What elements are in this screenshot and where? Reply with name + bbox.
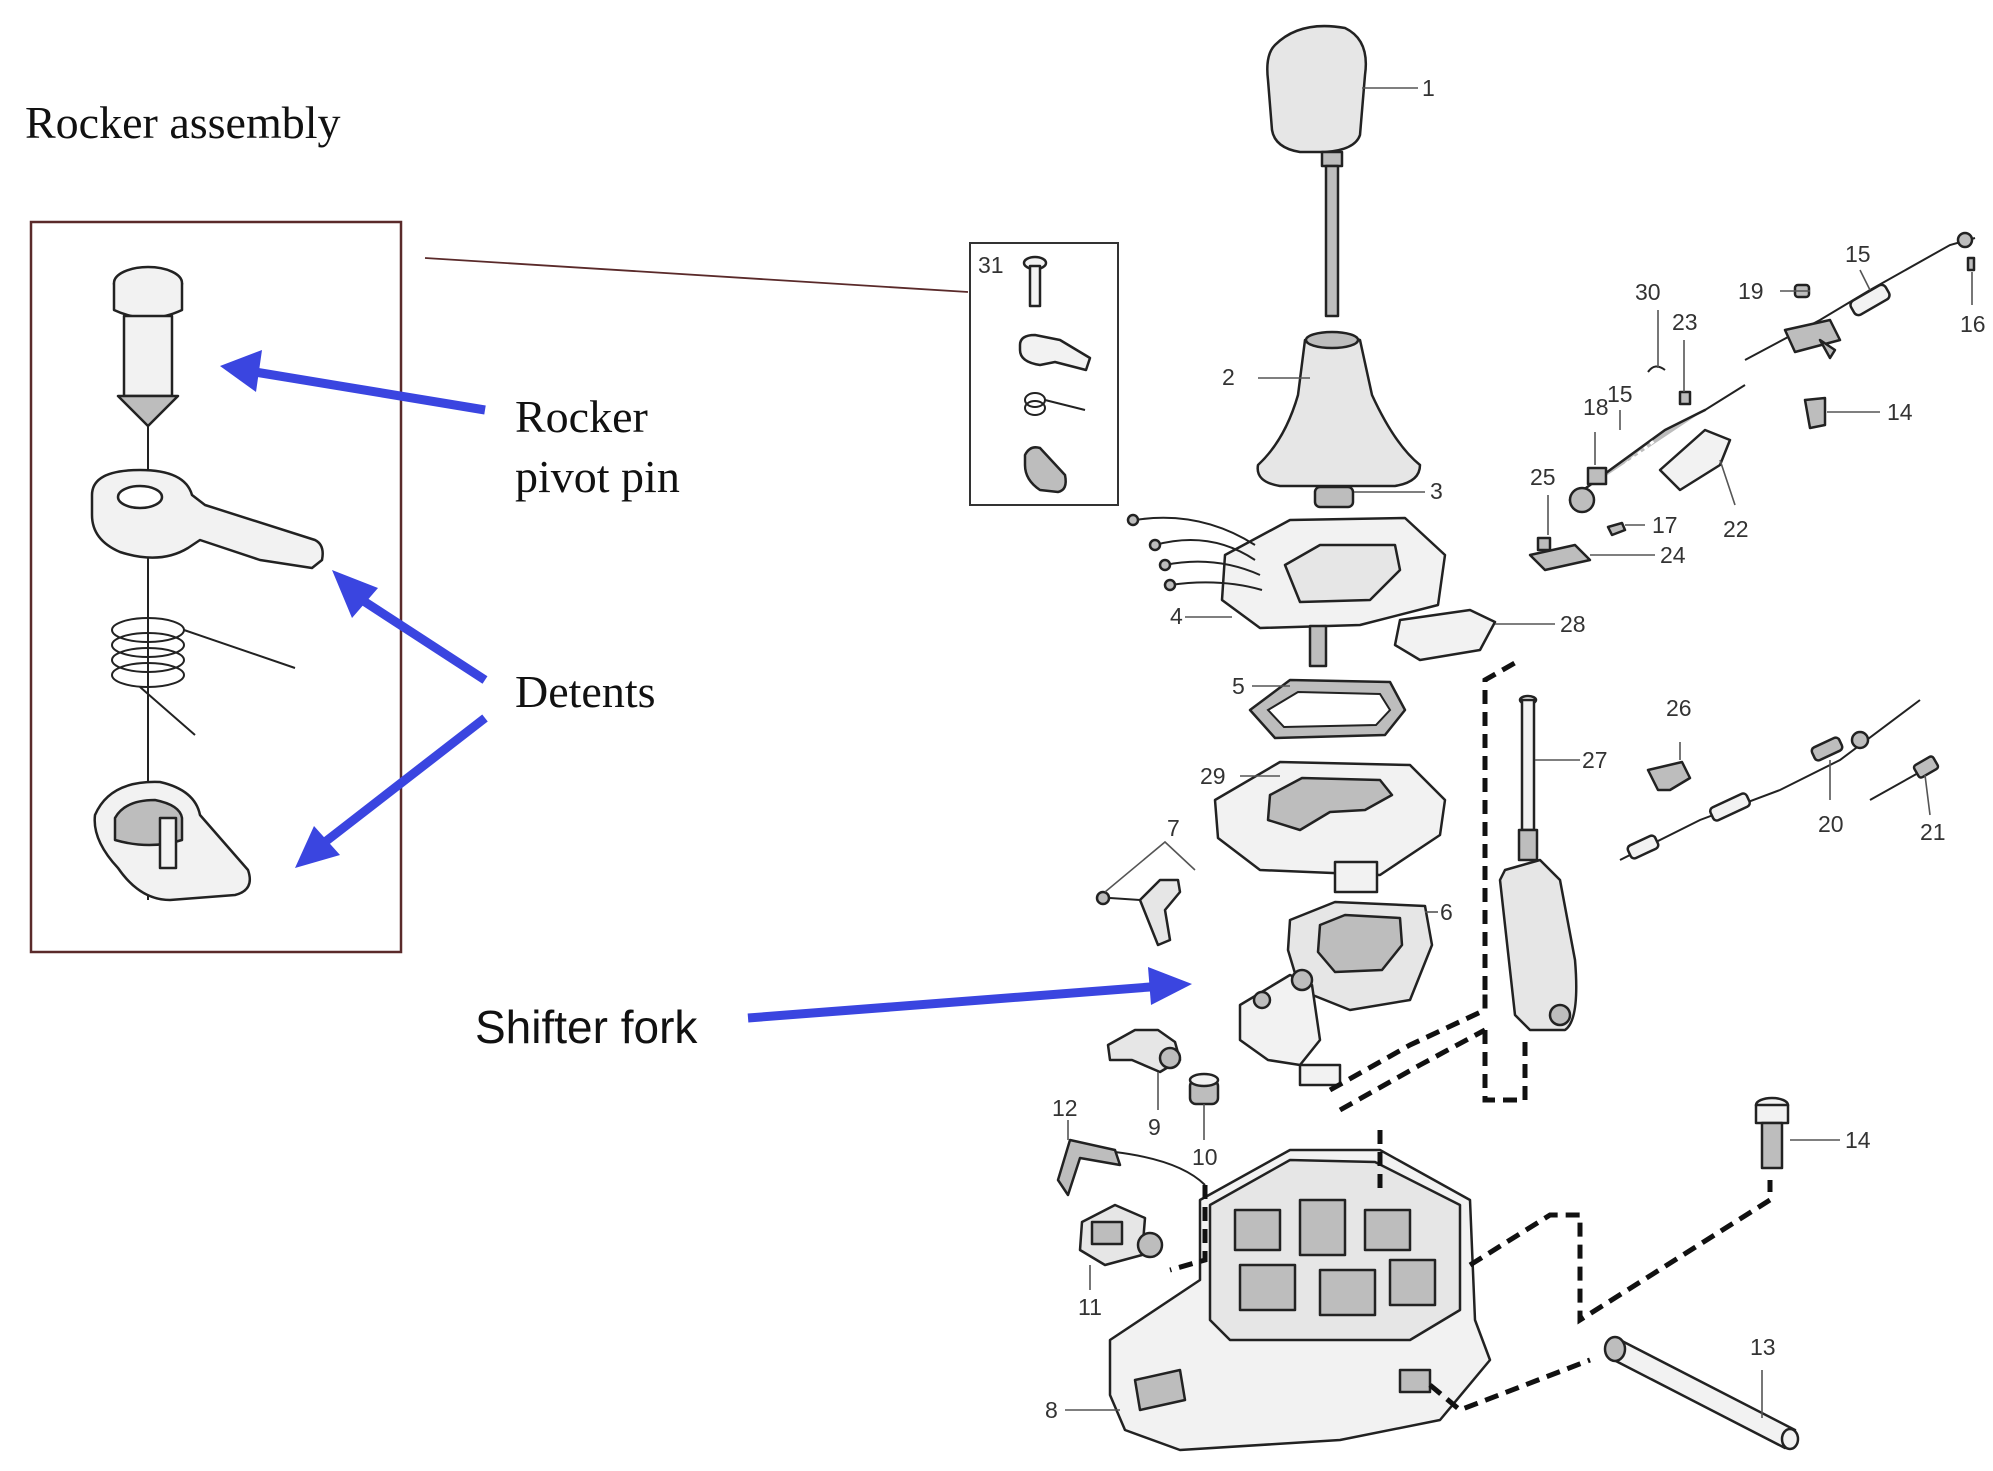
part-12 (1056, 1138, 1122, 1197)
part-number-6: 6 (1440, 899, 1453, 925)
part-number-27: 27 (1582, 747, 1608, 773)
part-number-8: 8 (1045, 1397, 1058, 1423)
part-5-gasket (1248, 678, 1407, 740)
detent-spring-drawing (111, 617, 296, 736)
rocker-pivot-pin-drawing (112, 265, 184, 428)
part-number-20: 20 (1818, 811, 1844, 837)
shifter-fork-label: Shifter fork (475, 1001, 698, 1053)
part-27-rod (1498, 694, 1578, 1032)
part-number-14b: 14 (1845, 1127, 1871, 1153)
shifter-fork-arrow (747, 982, 1151, 1023)
part-number-5: 5 (1232, 673, 1245, 699)
detents-arrow-lower (322, 714, 488, 846)
part-28 (1393, 608, 1497, 662)
shifter-fork-arrowhead (1148, 967, 1192, 1005)
assembly-guide-lines (1169, 657, 1773, 1413)
rocker-lever-drawing (90, 468, 324, 570)
part-number-11: 11 (1078, 1294, 1102, 1320)
part-7-lever (1095, 878, 1182, 947)
rocker-pivot-pin-label-line1: Rocker (515, 391, 648, 442)
part-9 (1106, 1028, 1182, 1074)
part-number-29: 29 (1200, 763, 1226, 789)
rocker-assembly-frame (29, 220, 403, 954)
part-20-cable (1619, 699, 1921, 861)
part-number-30: 30 (1635, 279, 1661, 305)
part-number-7: 7 (1167, 815, 1180, 841)
part-31-drawing (1018, 255, 1092, 494)
part-number-13: 13 (1750, 1334, 1776, 1360)
part-4-gear-indicator-cover (1126, 513, 1447, 668)
part-10-bushing (1188, 1072, 1220, 1106)
part-3-ring (1313, 485, 1355, 509)
part-number-25: 25 (1530, 464, 1556, 490)
part-number-16: 16 (1960, 311, 1986, 337)
part-number-12: 12 (1052, 1095, 1078, 1121)
detents-arrow-upper (359, 596, 488, 684)
part-number-1: 1 (1422, 75, 1435, 101)
part-29-gate-plate (1213, 760, 1447, 894)
part-number-19: 19 (1738, 278, 1764, 304)
part-2-boot (1256, 330, 1422, 488)
part-14-bolt (1754, 1096, 1790, 1170)
part-number-2: 2 (1222, 364, 1235, 390)
part-13-pin (1603, 1335, 1800, 1451)
part-26 (1646, 760, 1692, 792)
parts-15-30-mid-cluster (1528, 365, 1746, 572)
detents-label: Detents (515, 666, 656, 717)
part-11 (1078, 1203, 1164, 1267)
part-number-10: 10 (1192, 1144, 1218, 1170)
part-number-28: 28 (1560, 611, 1586, 637)
part-1-knob (1266, 24, 1368, 168)
part-6-shifter-fork (1238, 900, 1434, 1087)
shift-lever-shaft (1324, 164, 1340, 318)
part-number-15a: 15 (1607, 381, 1633, 407)
part-number-15b: 15 (1845, 241, 1871, 267)
part-number-3: 3 (1430, 478, 1443, 504)
part-number-23: 23 (1672, 309, 1698, 335)
part-number-4: 4 (1170, 603, 1183, 629)
part-21 (1869, 755, 1940, 801)
part-number-21: 21 (1920, 819, 1946, 845)
inset-connector-line (424, 257, 969, 293)
rocker-assembly-title: Rocker assembly (25, 97, 341, 148)
detent-plate-drawing (93, 780, 252, 902)
part-number-24: 24 (1660, 542, 1686, 568)
rocker-assembly-illustration (90, 265, 324, 902)
part-31-box (969, 242, 1119, 506)
part-number-14a: 14 (1887, 399, 1913, 425)
detents-arrowhead-lower (295, 826, 340, 868)
rocker-pivot-pin-label-line2: pivot pin (515, 451, 680, 502)
part-number-22: 22 (1723, 516, 1749, 542)
part-number-17: 17 (1652, 512, 1678, 538)
rocker-pivot-pin-arrow (254, 367, 486, 415)
part-number-9: 9 (1148, 1114, 1161, 1140)
rocker-pivot-pin-arrowhead (220, 350, 262, 392)
part-number-31: 31 (978, 252, 1004, 278)
part-number-26: 26 (1666, 695, 1692, 721)
part-number-18: 18 (1583, 394, 1609, 420)
detents-arrowhead-upper (332, 570, 378, 618)
part-8-base-housing (1108, 1148, 1492, 1452)
